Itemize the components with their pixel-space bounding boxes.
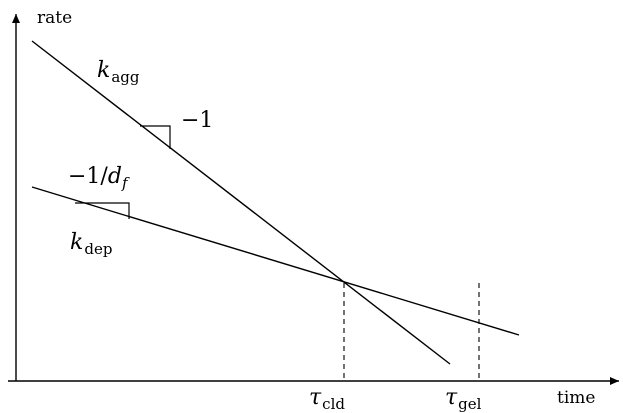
k-dep-symbol: k (70, 230, 83, 255)
agg-slope-triangle (140, 125, 171, 149)
k-agg-symbol: k (97, 58, 110, 83)
y-axis-label: rate (37, 8, 72, 28)
k-agg-label: kagg (97, 58, 140, 86)
tau-cld-subscript: cld (322, 395, 345, 413)
x-axis-label: time (557, 388, 595, 408)
k-agg-line (31, 40, 451, 365)
k-agg-subscript: agg (111, 68, 140, 86)
dep-slope-label: −1/df (68, 164, 130, 192)
k-dep-label: kdep (70, 230, 112, 258)
tau-gel-symbol: τ (445, 385, 458, 410)
dep-slope-symbol: d (108, 164, 122, 189)
tau-gel-subscript: gel (458, 395, 481, 413)
k-dep-line (31, 186, 520, 336)
tau-cld-label: τcld (309, 385, 345, 413)
k-dep-subscript: dep (84, 240, 112, 258)
dep-slope-triangle (75, 202, 130, 219)
tau-gel-label: τgel (445, 385, 482, 413)
tau-cld-symbol: τ (309, 385, 322, 410)
agg-slope-label: −1 (181, 108, 213, 133)
dep-slope-subscript: f (121, 174, 130, 192)
dep-slope-prefix: −1/ (68, 164, 108, 189)
